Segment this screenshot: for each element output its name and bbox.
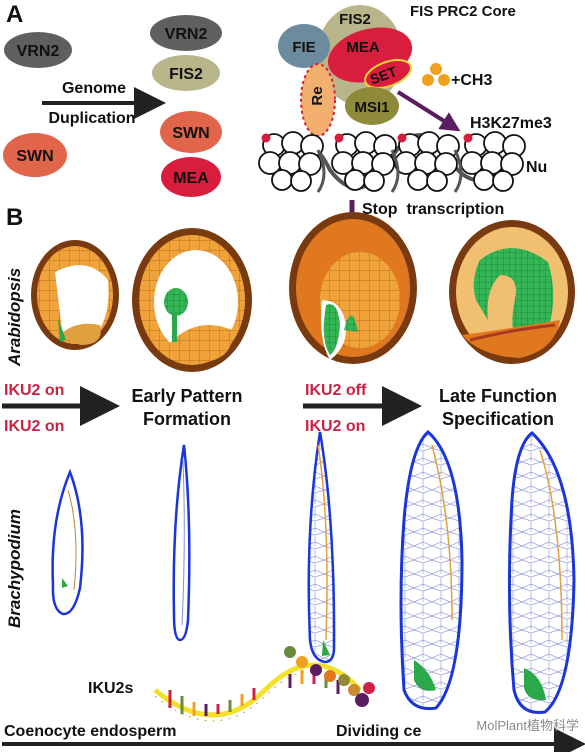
- mea-dup-ellipse: MEA: [161, 157, 221, 197]
- methylation-arrow: [396, 90, 461, 132]
- iku2-gene-wave: [153, 662, 362, 722]
- stage2-title-2: Specification: [442, 409, 554, 429]
- set-subunit: [364, 59, 412, 89]
- chromatin-nucleosomes: [258, 131, 526, 193]
- methyl-group-icon: [422, 63, 450, 86]
- protein-beads: [284, 646, 375, 707]
- duplication-label-1: Genome: [62, 80, 126, 97]
- duplication-label-2: Duplication: [48, 110, 135, 127]
- re-subunit-label: Re: [309, 86, 326, 105]
- brachypodium-seed-4: [399, 429, 464, 711]
- fie-subunit-label: FIE: [292, 39, 315, 56]
- brachypodium-seed-3: [307, 431, 336, 664]
- panel-a-label: A: [6, 1, 23, 28]
- swn-dup-label: SWN: [172, 125, 209, 142]
- vrn2-dup-ellipse: VRN2: [150, 15, 222, 51]
- vrn2-left-label: VRN2: [17, 43, 60, 60]
- msi1-subunit-label: MSI1: [354, 99, 389, 116]
- dna-base-pairs: [168, 670, 340, 716]
- stage1-title-1: Early Pattern: [131, 386, 242, 406]
- stop-transcription-label: Stop transcription: [362, 201, 504, 218]
- swn-left-ellipse: SWN: [3, 133, 67, 177]
- fie-subunit: [278, 24, 330, 68]
- mea-dup-label: MEA: [173, 170, 209, 187]
- vrn2-dup-label: VRN2: [165, 26, 208, 43]
- iku2-off-label: IKU2 off: [305, 382, 367, 399]
- timeline-label-left: Coenocyte endosperm: [4, 723, 176, 740]
- panel-b-label: B: [6, 204, 23, 231]
- fis2-dup-label: FIS2: [169, 66, 203, 83]
- arabidopsis-seed-3: [289, 212, 417, 364]
- arabidopsis-seed-1: [31, 240, 119, 350]
- species-arabidopsis: Arabidopsis: [5, 268, 24, 367]
- brachypodium-seed-2: [172, 444, 191, 642]
- prc2-complex: FIS2 FIE Re MEA SET MSI1: [278, 5, 413, 137]
- swn-left-label: SWN: [16, 148, 53, 165]
- swn-dup-ellipse: SWN: [160, 111, 222, 153]
- fis2-dup-ellipse: FIS2: [152, 55, 220, 91]
- iku2-on-label-1: IKU2 on: [4, 382, 64, 399]
- stage2-title-1: Late Function: [439, 386, 557, 406]
- iku2-on-label-3: IKU2 on: [305, 418, 365, 435]
- iku2-on-label-2: IKU2 on: [4, 418, 64, 435]
- complex-title: FIS PRC2 Core: [410, 3, 516, 20]
- msi1-subunit: [345, 87, 399, 125]
- vrn2-left-ellipse: VRN2: [4, 32, 72, 68]
- arabidopsis-seed-4: [449, 220, 575, 364]
- h3k27me3-label: H3K27me3: [470, 115, 552, 132]
- timeline-label-right: Dividing ce: [336, 723, 421, 740]
- mea-subunit-label: MEA: [346, 39, 380, 56]
- species-brachypodium: Brachypodium: [5, 509, 24, 628]
- brachypodium-seed-5: [507, 431, 576, 715]
- brachypodium-seed-1: [51, 468, 84, 616]
- fis2-subunit-label: FIS2: [339, 11, 371, 28]
- methyl-label: +CH3: [451, 72, 492, 89]
- stage1-title-2: Formation: [143, 409, 231, 429]
- h3k27me3-marks: [261, 133, 473, 143]
- nucleosome-label: Nu: [526, 159, 547, 176]
- iku2s-label: IKU2s: [88, 680, 133, 697]
- arabidopsis-seed-2: [132, 228, 252, 372]
- watermark: MolPlant植物科学: [476, 718, 579, 733]
